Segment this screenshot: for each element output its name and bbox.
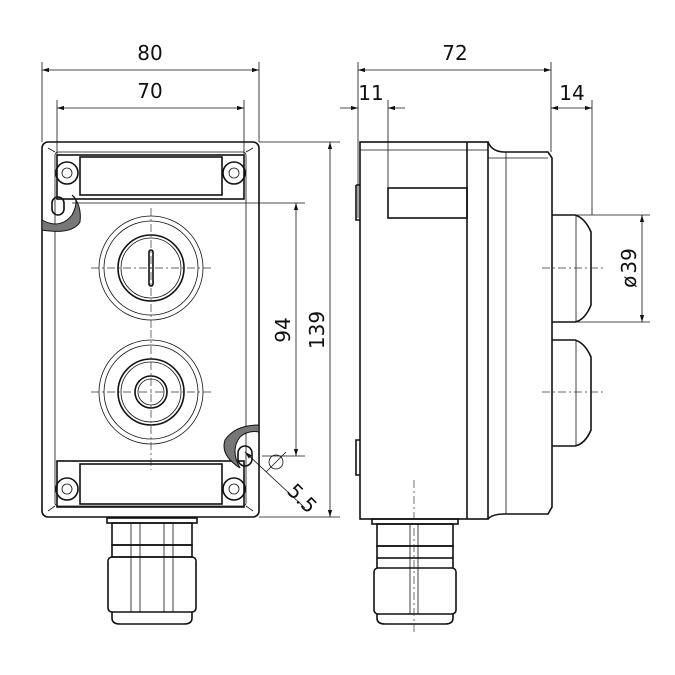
- dimension-base-offset: 11: [340, 81, 405, 188]
- front-view: 80 70 139 94 5.5: [41, 41, 340, 625]
- pushbutton-2: [91, 330, 211, 470]
- dimension-label: 80: [137, 41, 162, 65]
- dimension-label: 5.5: [282, 479, 321, 518]
- dimension-overall-width: 80: [41, 41, 260, 142]
- on-symbol-icon: [148, 249, 154, 287]
- screw-icon: [55, 161, 246, 501]
- base-body: [359, 141, 489, 520]
- bottom-label-strip: [56, 460, 245, 508]
- lid-frame: [54, 151, 247, 507]
- dimension-label: 72: [442, 41, 467, 65]
- dimension-overall-height: 139: [259, 141, 340, 518]
- pushbutton-side-2: [542, 339, 605, 447]
- mounting-hole-top-left: [41, 194, 81, 232]
- label-holder: [387, 187, 468, 219]
- dimension-button-protrusion: 14: [551, 81, 593, 215]
- pushbutton-side-1: [542, 214, 605, 323]
- dimension-button-diameter: ø39: [576, 214, 650, 323]
- dimension-overall-depth: 72: [357, 41, 552, 218]
- dimension-mounting-width: 70: [56, 79, 245, 165]
- dimension-label: ø39: [617, 248, 641, 288]
- dimension-label: 139: [305, 311, 329, 349]
- top-label-strip: [56, 154, 245, 200]
- enclosure-outline: [41, 141, 260, 518]
- dimension-label: 14: [559, 81, 584, 105]
- dimension-label: 94: [271, 317, 295, 342]
- dimension-label: 11: [358, 81, 383, 105]
- lid-body: [487, 141, 553, 520]
- cable-gland-side: [371, 480, 459, 635]
- dimension-hole-diameter: 5.5: [244, 451, 322, 518]
- mounting-hole-bottom-right: [223, 424, 260, 469]
- side-view: 72 11 14 ø39: [340, 41, 650, 635]
- dimension-mounting-height: 94: [72, 202, 305, 457]
- dimension-label: 70: [137, 79, 162, 103]
- pushbutton-1: [91, 208, 211, 330]
- cable-gland-front: [106, 517, 198, 625]
